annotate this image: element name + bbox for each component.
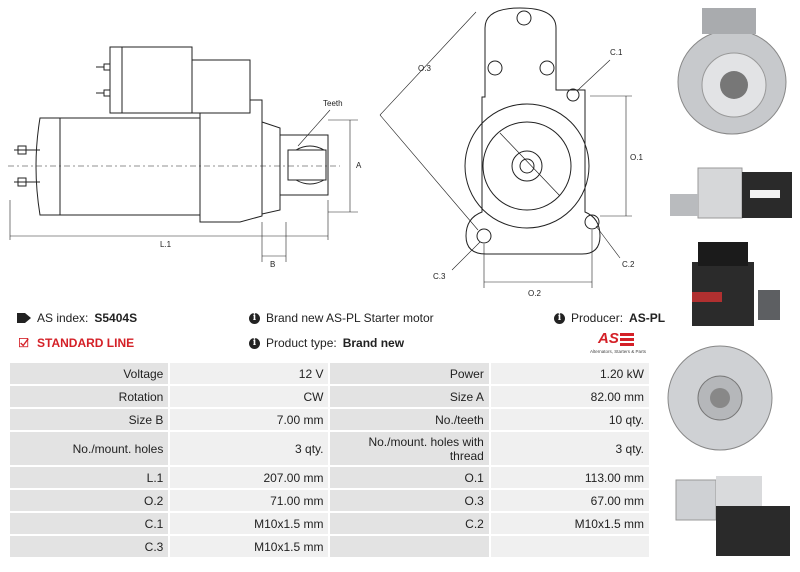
product-photo-rear [667, 345, 773, 451]
product-description: Brand new AS-PL Starter motor [266, 311, 434, 325]
producer-value: AS-PL [629, 311, 666, 325]
technical-drawing: Teeth A L.1 B O.3 C.1 O.1 C.3 C.2 O.2 [8, 7, 643, 298]
product-photo-front [677, 8, 787, 135]
tag-icon [17, 313, 31, 323]
c1-label: C.1 [610, 48, 623, 57]
logo-bars-icon [620, 333, 634, 346]
dimension-o2-label: O.2 [528, 289, 541, 298]
as-index-row: AS index: S5404S [17, 311, 137, 325]
spec-value-cell: M10x1.5 mm [170, 513, 331, 536]
spec-value-cell: 10 qty. [490, 409, 651, 432]
spec-value-cell: 12 V [170, 363, 331, 386]
info-icon: i [249, 337, 260, 349]
spec-label-cell: Size B [10, 409, 171, 432]
spec-label-cell: O.3 [330, 490, 491, 513]
spec-label-cell: No./teeth [330, 409, 491, 432]
spec-label-cell: No./mount. holes [10, 432, 171, 467]
product-photo-top [692, 242, 780, 326]
front-view-drawing [379, 7, 632, 288]
spec-value-cell: 207.00 mm [170, 467, 331, 490]
standard-line-row: STANDARD LINE [17, 336, 134, 350]
spec-label-cell: C.2 [330, 513, 491, 536]
spec-value-cell: CW [170, 386, 331, 409]
standard-line-label: STANDARD LINE [37, 336, 135, 350]
c3-label: C.3 [433, 272, 446, 281]
c2-label: C.2 [622, 260, 635, 269]
spec-value-cell: 3 qty. [490, 432, 651, 467]
spec-label-cell: No./mount. holes with thread [330, 432, 491, 467]
side-view-drawing [8, 46, 358, 262]
spec-label-cell: Rotation [10, 386, 171, 409]
producer-row: i Producer: AS-PL [554, 311, 665, 325]
spec-value-cell: 71.00 mm [170, 490, 331, 513]
spec-label-cell [330, 536, 491, 559]
product-photos [667, 8, 792, 556]
spec-value-cell: M10x1.5 mm [170, 536, 331, 559]
dimension-b-label: B [270, 260, 275, 269]
spec-label-cell: C.3 [10, 536, 171, 559]
as-index-label: AS index: [37, 311, 89, 325]
teeth-label: Teeth [323, 99, 343, 108]
spec-value-cell: 82.00 mm [490, 386, 651, 409]
spec-label-cell: Size A [330, 386, 491, 409]
producer-label: Producer: [571, 311, 624, 325]
as-index-value: S5404S [94, 311, 138, 325]
product-info: AS index: S5404S STANDARD LINE i Brand n… [0, 304, 665, 360]
spec-value-cell: 113.00 mm [490, 467, 651, 490]
logo-mark: AS [598, 330, 619, 347]
spec-label-cell: O.1 [330, 467, 491, 490]
logo-subtitle: Alternators, Starters & Parts [590, 349, 647, 354]
product-type-row: i Product type: Brand new [249, 336, 404, 350]
product-photo-angle [675, 476, 790, 556]
spec-label-cell: C.1 [10, 513, 171, 536]
product-type-label: Product type: [266, 336, 337, 350]
spec-value-cell: 1.20 kW [490, 363, 651, 386]
spec-value-cell [490, 536, 651, 559]
checkbox-icon [19, 338, 29, 348]
spec-value-cell: 7.00 mm [170, 409, 331, 432]
product-type-value: Brand new [342, 336, 405, 350]
dimension-o3-label: O.3 [418, 64, 431, 73]
description-row: i Brand new AS-PL Starter motor [249, 311, 434, 325]
dimension-o1-label: O.1 [630, 153, 643, 162]
spec-label-cell: L.1 [10, 467, 171, 490]
info-icon: i [249, 312, 260, 324]
spec-label-cell: O.2 [10, 490, 171, 513]
product-photo-side [670, 167, 792, 219]
spec-value-cell: 3 qty. [170, 432, 331, 467]
info-icon: i [554, 312, 565, 324]
spec-label-cell: Power [330, 363, 491, 386]
as-pl-logo: AS Alternators, Starters & Parts [590, 330, 654, 356]
spec-value-cell: M10x1.5 mm [490, 513, 651, 536]
spec-value-cell: 67.00 mm [490, 490, 651, 513]
dimension-l1-label: L.1 [160, 240, 172, 249]
spec-label-cell: Voltage [10, 363, 171, 386]
dimension-a-label: A [356, 161, 362, 170]
